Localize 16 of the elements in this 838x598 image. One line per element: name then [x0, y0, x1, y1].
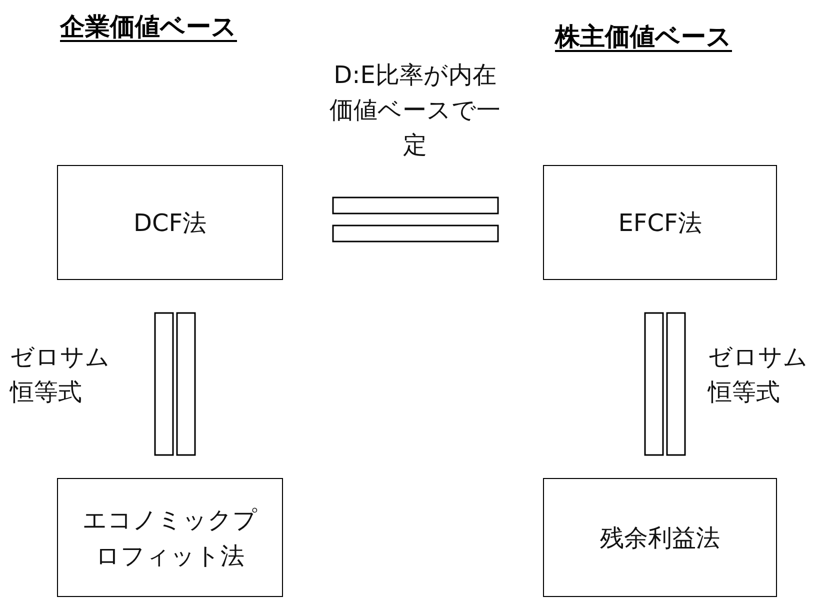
method-label: DCF法 [133, 208, 207, 238]
column-heading: 企業価値ベース [60, 11, 237, 43]
equals-connector [332, 196, 499, 242]
method-label: エコノミックプロフィット法 [82, 504, 258, 572]
method-box [57, 165, 283, 280]
method-box [57, 478, 283, 597]
method-label: EFCF法 [618, 208, 702, 238]
equals-connector [644, 312, 686, 456]
column-heading: 株主価値ベース [555, 21, 732, 53]
method-label: 残余利益法 [600, 522, 720, 554]
edge-label: ゼロサム恒等式 [10, 342, 110, 408]
edge-label: ゼロサム恒等式 [708, 342, 808, 408]
method-box [543, 165, 777, 280]
edge-label: D:E比率が内在価値ベースで一定 [328, 60, 502, 161]
method-box [543, 478, 777, 597]
equals-connector [154, 312, 196, 456]
